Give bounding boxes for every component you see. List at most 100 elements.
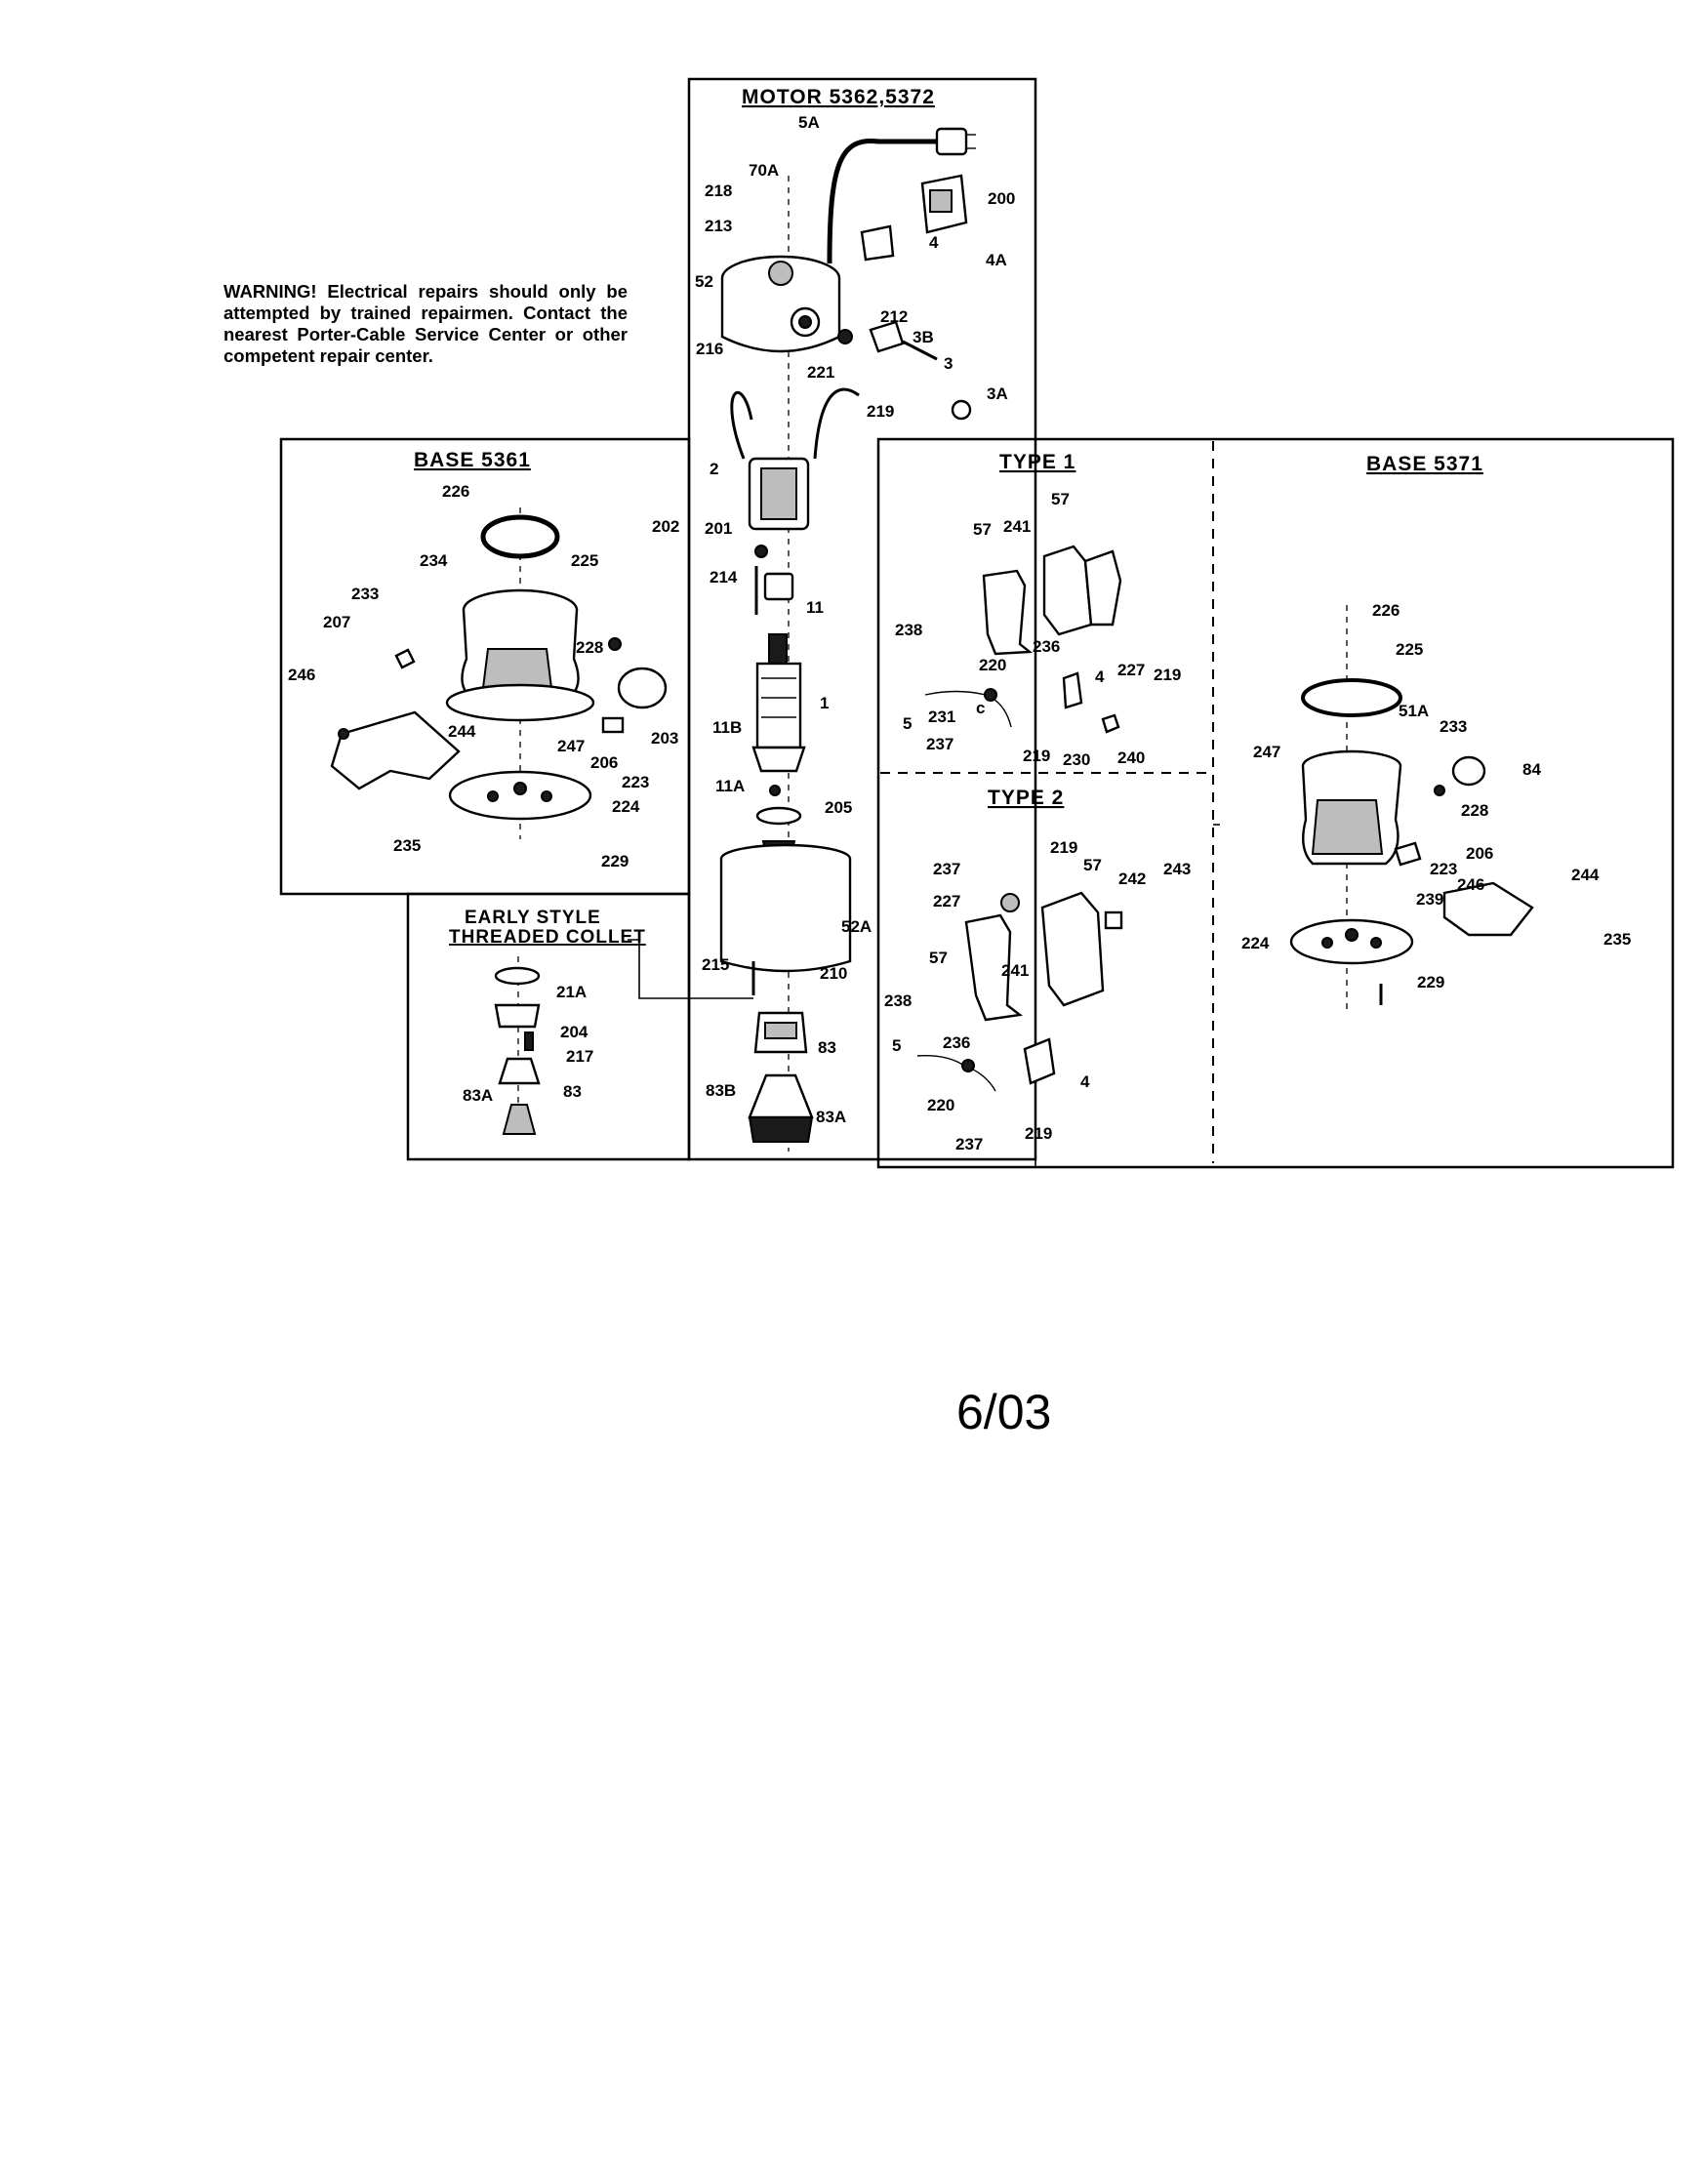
callout: 213 [705, 217, 732, 235]
callout: 3B [913, 328, 934, 346]
callout: 200 [988, 189, 1015, 208]
callout: 244 [1571, 866, 1600, 884]
callout: 224 [612, 797, 640, 816]
callout: 219 [1154, 666, 1181, 684]
motor-parts [719, 127, 976, 1152]
base-5371-title: BASE 5371 [1366, 453, 1483, 475]
callout: 83 [563, 1082, 582, 1101]
callout: 238 [884, 991, 912, 1010]
callout: 2 [710, 460, 718, 478]
connection-lines [628, 824, 1220, 999]
callout: 228 [1461, 801, 1488, 820]
callout: 244 [448, 722, 476, 741]
callout: 220 [927, 1096, 954, 1114]
callout: 4 [929, 233, 939, 252]
callout: 242 [1118, 870, 1146, 888]
callout: 83A [816, 1108, 846, 1126]
callout: 235 [393, 836, 421, 855]
callout: 212 [880, 307, 908, 326]
early-style-parts [494, 956, 541, 1135]
base-5371-callouts: 226 225 51A 233 247 84 228 206 223 239 2… [1241, 601, 1631, 991]
callout: 223 [1430, 860, 1457, 878]
callout: 204 [560, 1023, 588, 1041]
early-style-frame [406, 892, 691, 1161]
early-style-title-line2: THREADED COLLET [449, 927, 646, 948]
callout: c [976, 699, 985, 717]
callout: 237 [933, 860, 960, 878]
callout: 219 [867, 402, 894, 421]
callout: 237 [955, 1135, 983, 1153]
callout: 3 [944, 354, 953, 373]
callout: 237 [926, 735, 953, 753]
callout: 246 [288, 666, 315, 684]
callout: 207 [323, 613, 350, 631]
callout: 52A [841, 917, 872, 936]
callout: 11 [806, 598, 824, 617]
early-style-callouts: 21A 204 217 83 83A [463, 983, 593, 1105]
base-5361-callouts: 226 202 234 225 233 207 228 246 203 244 … [288, 482, 679, 870]
callout: 5 [903, 714, 912, 733]
callout: 229 [1417, 973, 1444, 991]
callout: 4 [1080, 1072, 1090, 1091]
callout: 239 [1416, 890, 1443, 909]
callout: 221 [807, 363, 834, 382]
callout: 240 [1117, 748, 1145, 767]
callout: 233 [351, 585, 379, 603]
warning-note: WARNING! Electrical repairs should only … [223, 281, 628, 366]
callout: 241 [1003, 517, 1031, 536]
callout: 230 [1063, 750, 1090, 769]
callout: 246 [1457, 875, 1484, 894]
callout: 205 [825, 798, 852, 817]
callout: 4A [986, 251, 1007, 269]
callout: 70A [749, 161, 779, 180]
callout: 11B [712, 718, 742, 737]
callout: 247 [1253, 743, 1280, 761]
callout: 57 [929, 949, 948, 967]
base-5361-title: BASE 5361 [414, 449, 531, 471]
motor-title: MOTOR 5362,5372 [742, 86, 935, 108]
type-1-title: TYPE 1 [999, 451, 1075, 473]
callout: 219 [1050, 838, 1077, 857]
types-base-5371-frame [876, 437, 1675, 1169]
callout: 228 [576, 638, 603, 657]
callout: 4 [1095, 667, 1105, 686]
callout: 84 [1522, 760, 1541, 779]
callout: 234 [420, 551, 448, 570]
callout: 219 [1025, 1124, 1052, 1143]
callout: 236 [1033, 637, 1060, 656]
callout: 233 [1440, 717, 1467, 736]
motor-callouts: 5A 70A 218 213 200 4 4A 52 212 3B 3 216 … [695, 113, 1015, 1126]
callout: 224 [1241, 934, 1270, 952]
callout: 220 [979, 656, 1006, 674]
callout: 226 [1372, 601, 1400, 620]
callout: 5 [892, 1036, 901, 1055]
callout: 1 [820, 694, 829, 712]
callout: 225 [571, 551, 598, 570]
callout: 57 [1051, 490, 1070, 508]
callout: 226 [442, 482, 469, 501]
callout: 216 [696, 340, 723, 358]
callout: 225 [1396, 640, 1423, 659]
callout: 217 [566, 1047, 593, 1066]
callout: 223 [622, 773, 649, 791]
callout: 210 [820, 964, 847, 983]
callout: 11A [715, 777, 745, 795]
date-code: 6/03 [956, 1385, 1052, 1439]
type-2-title: TYPE 2 [988, 787, 1064, 809]
type-1-parts [924, 545, 1122, 734]
type-2-parts [916, 891, 1123, 1092]
callout: 5A [798, 113, 820, 132]
callout: 227 [1117, 661, 1145, 679]
callout: 229 [601, 852, 629, 870]
callout: 201 [705, 519, 732, 538]
callout: 203 [651, 729, 678, 748]
callout: 215 [702, 955, 729, 974]
callout: 243 [1163, 860, 1191, 878]
callout: 51A [1399, 702, 1429, 720]
type-2-callouts: 219 237 57 242 243 227 57 241 238 236 5 … [884, 838, 1191, 1153]
callout: 238 [895, 621, 922, 639]
callout: 227 [933, 892, 960, 910]
callout: 57 [1083, 856, 1102, 874]
callout: 214 [710, 568, 738, 586]
